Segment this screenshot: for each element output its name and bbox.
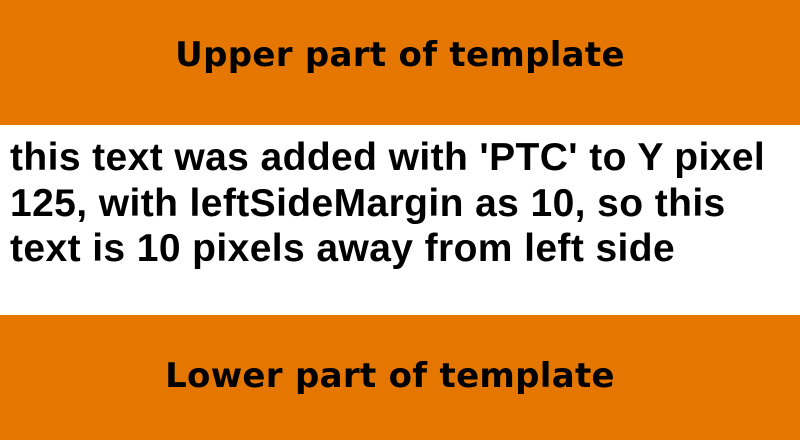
template-lower-band: Lower part of template (0, 315, 800, 440)
upper-template-label: Upper part of template (175, 34, 625, 75)
content-area: this text was added with 'PTC' to Y pixe… (0, 125, 800, 315)
template-upper-band: Upper part of template (0, 0, 800, 125)
inserted-text: this text was added with 'PTC' to Y pixe… (10, 136, 766, 270)
lower-template-label: Lower part of template (165, 356, 615, 396)
